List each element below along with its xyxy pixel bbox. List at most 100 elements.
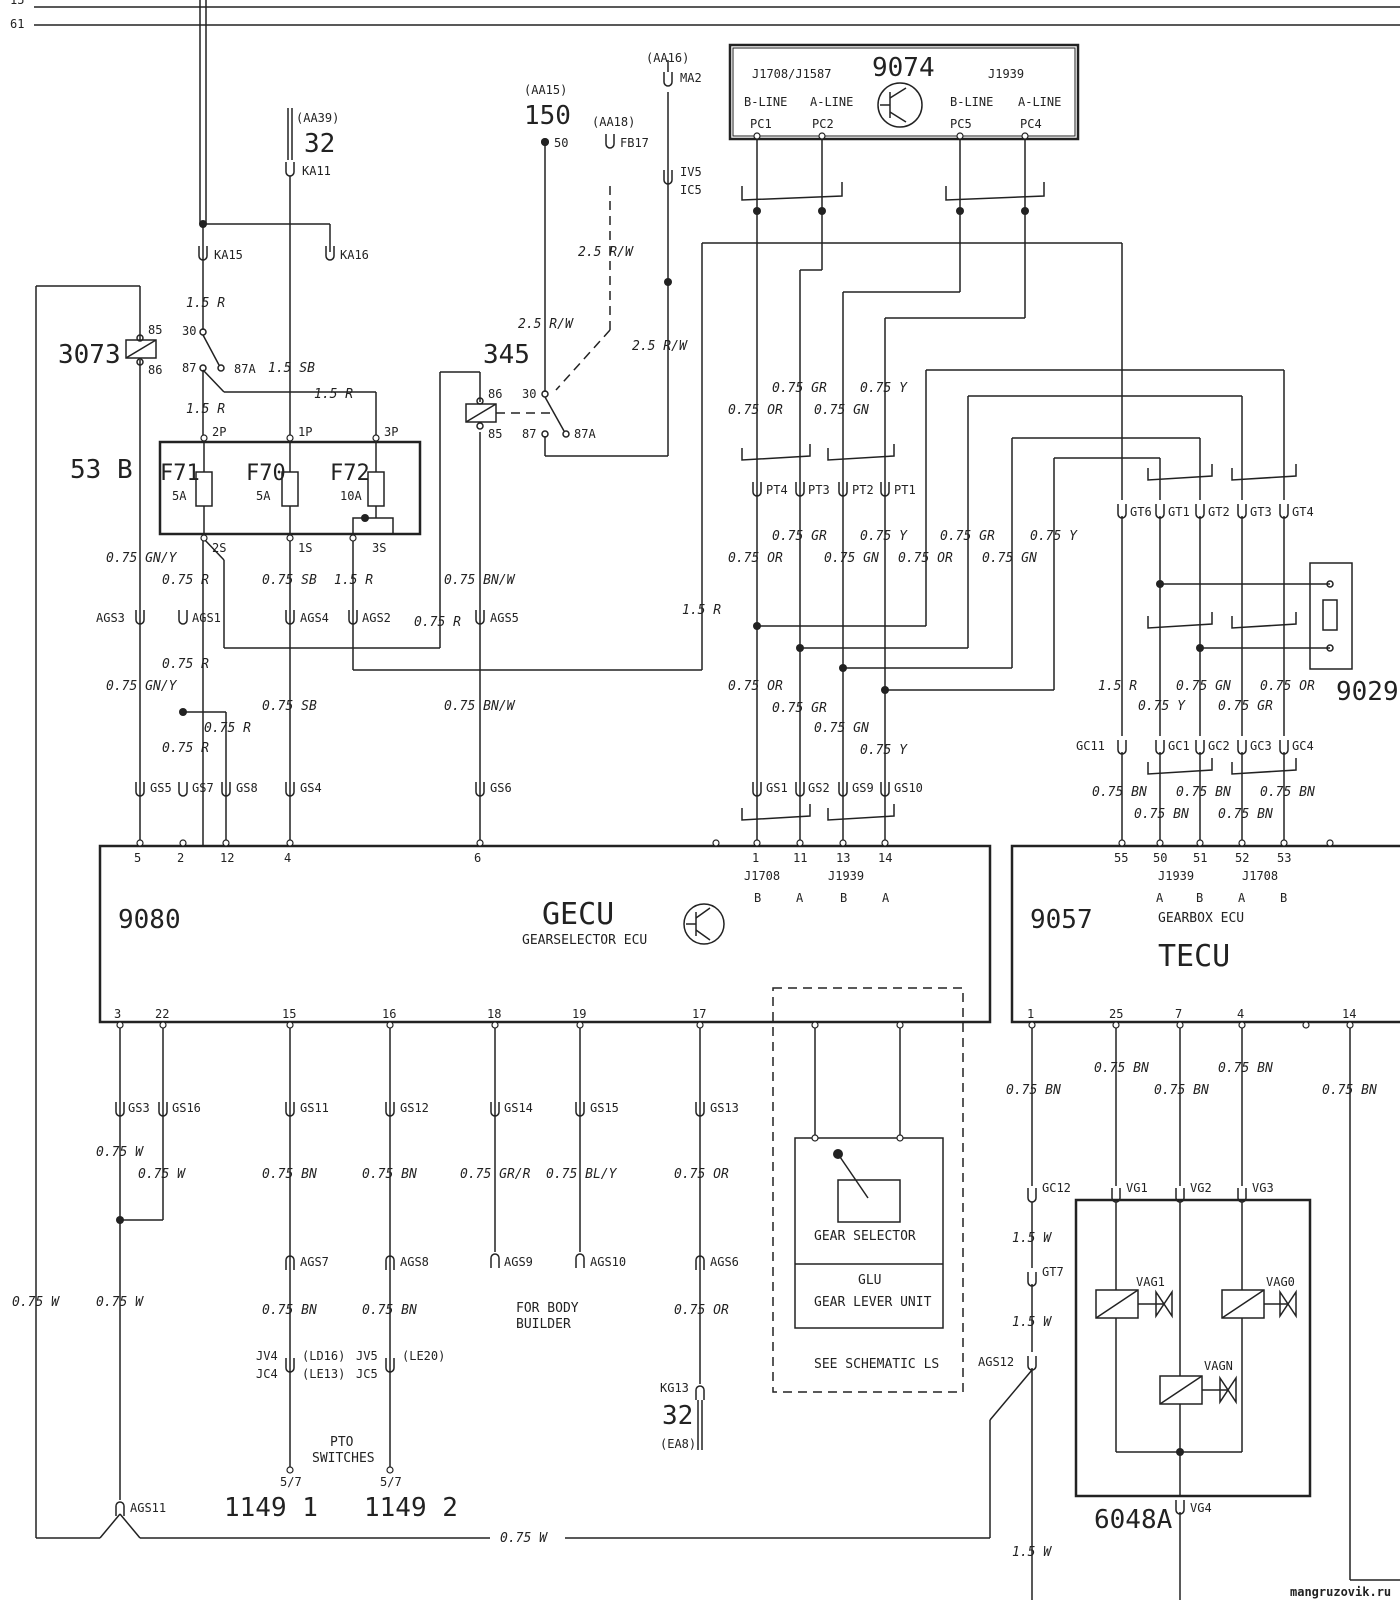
relay-pin: 86 [488,387,502,401]
conn-ags6: AGS6 [710,1255,739,1269]
wire-label: 0.75 OR [728,679,783,694]
wire-label: 0.75 BN [1006,1083,1061,1098]
conn-gs5: GS5 [150,781,172,795]
wire-label: 0.75 SB [262,573,317,588]
conn-ags5: AGS5 [490,611,519,625]
conn-gs9: GS9 [852,781,874,795]
conn-gt4: GT4 [1292,505,1314,519]
conn-gc11: GC11 [1076,739,1105,753]
conn-gs10: GS10 [894,781,923,795]
relay-pin: 86 [148,363,162,377]
conn-ags11: AGS11 [130,1501,166,1515]
wire-label: 0.75 BN [362,1303,417,1318]
wire-label: 0.75 W [96,1295,144,1310]
ref-ea8: (EA8) [660,1437,696,1451]
relay-pin: 85 [488,427,502,441]
builder-label: BUILDER [516,1317,571,1332]
j1708-j1587-label: J1708/J1587 [752,67,831,81]
wire-label: 0.75 GN [814,403,869,418]
ref-le20: (LE20) [402,1349,445,1363]
pin-number: 14 [878,851,892,865]
wire-label: 0.75 OR [1260,679,1315,694]
conn-ka15: KA15 [214,248,243,262]
wire-label: 1.5 R [314,387,353,402]
wire-label: 0.75 BN/W [444,573,516,588]
wire-label: 0.75 GR [940,529,995,544]
j1939-top-label: J1939 [988,67,1024,81]
wire-label: 0.75 R [162,573,209,588]
conn-gs3: GS3 [128,1101,150,1115]
valve-block-6048a [1074,1198,1312,1498]
conn-kg13: KG13 [660,1381,689,1395]
relay-pin: 87 [522,427,536,441]
bus-line: B [1280,891,1287,905]
conn-gt2: GT2 [1208,505,1230,519]
bus-line: B [754,891,761,905]
gear-selector-label: GEAR SELECTOR [814,1229,916,1244]
wire-label: 0.75 BN [1094,1061,1149,1076]
pin-number: 5 [134,851,141,865]
reference-labels: (AA39) (AA15) (AA18) (AA16) (EA8) (LD16)… [296,51,696,1451]
bus-label: J1708 [744,869,780,883]
conn-ags1: AGS1 [192,611,221,625]
fuse-f72-label: F72 [330,461,370,486]
conn-gs4: GS4 [300,781,322,795]
wire-label: 0.75 OR [674,1303,729,1318]
wire-label: 0.75 GN [982,551,1037,566]
wire-label: 0.75 BN [1134,807,1189,822]
tecu-box [1010,844,1400,1024]
wire-label: 0.75 BN [1176,785,1231,800]
pin-number: 12 [220,851,234,865]
connector-labels: KA11 KA15 KA16 FB17 MA2 IV5 IC5 50 85 86… [96,71,1314,1515]
conn-vg3: VG3 [1252,1181,1274,1195]
conn-gs16: GS16 [172,1101,201,1115]
wire-label: 0.75 BN [1154,1083,1209,1098]
label-32-top: 32 [304,129,335,159]
valve-vag0 [1221,1289,1297,1319]
wire-label: 1.5 R [682,603,721,618]
conn-gs2: GS2 [808,781,830,795]
gecu-subtitle: GEARSELECTOR ECU [522,933,647,948]
pin-number: 3 [114,1007,121,1021]
wire-label: 0.75 W [500,1531,548,1546]
wire-label: 0.75 W [138,1167,186,1182]
pin-number: 1 [1027,1007,1034,1021]
pin-number: 4 [284,851,291,865]
wire-label: 0.75 BN [1322,1083,1377,1098]
pin-number: 1 [752,851,759,865]
wire-label: 0.75 GN/Y [106,679,178,694]
wire-label: 0.75 GR [1218,699,1273,714]
conn-gc3: GC3 [1250,739,1272,753]
wire-label: 0.75 Y [1030,529,1078,544]
fuse-pin: 2P [212,425,226,439]
pin-number: 25 [1109,1007,1123,1021]
conn-jc4: JC4 [256,1367,278,1381]
wire-label: 0.75 R [162,741,209,756]
conn-vg1: VG1 [1126,1181,1148,1195]
conn-gt7: GT7 [1042,1265,1064,1279]
wire-label: 0.75 BL/Y [546,1167,618,1182]
conn-gc4: GC4 [1292,739,1314,753]
wire-label: 0.75 BN/W [444,699,516,714]
wire-label: 1.5 W [1012,1315,1052,1330]
conn-gc1: GC1 [1168,739,1190,753]
conn-pt1: PT1 [894,483,916,497]
conn-ags3: AGS3 [96,611,125,625]
wire-label: 0.75 GR [772,381,827,396]
conn-gs8: GS8 [236,781,258,795]
pin-pc1: PC1 [750,117,772,131]
wire-label: 2.5 R/W [632,339,688,354]
wire-label: 0.75 OR [728,403,783,418]
label-53b: 53 B [70,455,133,485]
conn-ic5: IC5 [680,183,702,197]
conn-jv4: JV4 [256,1349,278,1363]
pin-number: 16 [382,1007,396,1021]
fuse-f71-label: F71 [160,461,200,486]
ref-le13: (LE13) [302,1367,345,1381]
a-line-label: A-LINE [1018,95,1061,109]
wire-label: 0.75 Y [860,529,908,544]
relay-pin: 87 [182,361,196,375]
conn-ags9: AGS9 [504,1255,533,1269]
wire-label: 0.75 R [414,615,461,630]
